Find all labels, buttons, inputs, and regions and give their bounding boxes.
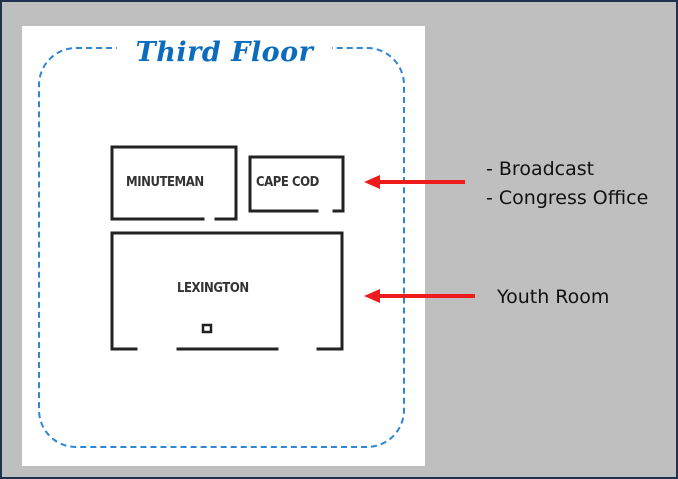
floor-title-box: Third Floor	[117, 28, 332, 76]
lexington-fixture	[201, 323, 213, 334]
floor-map-panel: Third Floor MINUTEMAN CAPE COD LEXINGTON	[22, 26, 425, 466]
arrow-cape-cod	[364, 175, 465, 189]
minuteman-walls	[110, 145, 238, 221]
annotation-broadcast: - Broadcast	[486, 158, 595, 180]
floor-plan	[110, 145, 345, 351]
lexington-walls	[110, 231, 344, 351]
room-label-minuteman: MINUTEMAN	[126, 175, 204, 190]
arrow-lexington	[364, 289, 475, 303]
annotation-youth-room: Youth Room	[497, 286, 610, 308]
room-label-cape-cod: CAPE COD	[256, 175, 319, 190]
cape-cod-walls	[248, 155, 345, 213]
floor-title: Third Floor	[135, 36, 314, 68]
annotation-congress-office: - Congress Office	[486, 187, 649, 209]
room-label-lexington: LEXINGTON	[177, 281, 249, 296]
